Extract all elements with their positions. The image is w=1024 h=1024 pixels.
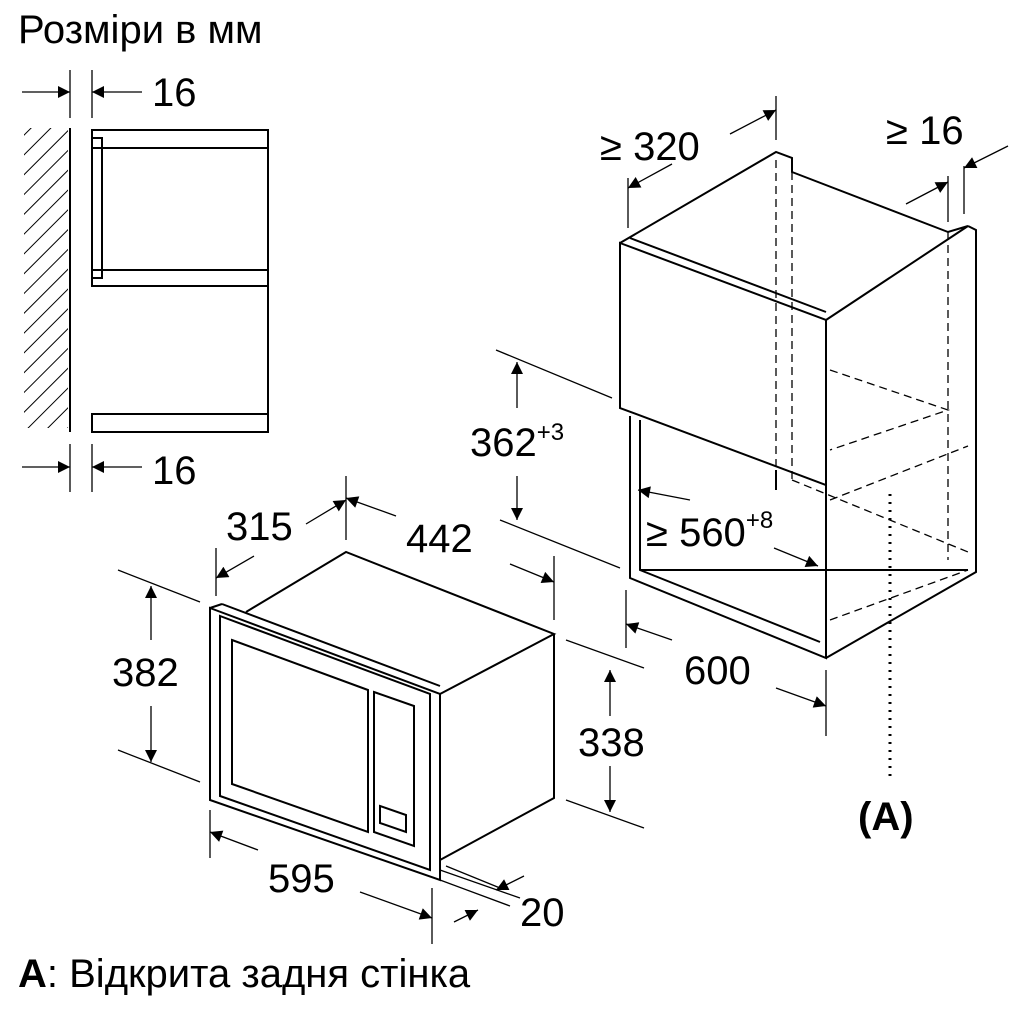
dim-niche-width-tol: +8	[746, 507, 773, 534]
dim-arrow	[209, 830, 259, 851]
dim-arrow	[359, 891, 433, 920]
body-top	[245, 550, 557, 695]
legend: A: Відкрита задня стінка	[18, 952, 470, 997]
dim-front-width: 595	[268, 857, 335, 901]
dim-niche-rear: ≥ 16	[886, 109, 964, 153]
hidden-edge	[829, 569, 969, 621]
ext-line	[117, 749, 201, 783]
dim-side-bottom: 16	[152, 449, 197, 493]
upper-box-top	[619, 150, 969, 321]
dim-arrow	[453, 909, 479, 923]
dim-arrow	[509, 563, 555, 584]
dim-front-thickness: 20	[520, 891, 565, 935]
dim-arrow	[625, 622, 673, 641]
ext-line	[565, 799, 645, 829]
cabinet-side	[825, 225, 977, 659]
door-window	[231, 638, 369, 834]
dim-niche-height: 362+3	[470, 419, 564, 465]
front-frame-top-edge	[221, 603, 441, 687]
body-side	[439, 634, 555, 861]
dim-front-height: 382	[112, 651, 179, 695]
dim-depth: 315	[226, 505, 293, 549]
legend-text: Відкрита задня стінка	[69, 952, 471, 996]
dim-arrow	[495, 875, 525, 891]
front-frame-inner	[219, 614, 431, 872]
mid-shelf	[91, 269, 269, 287]
display	[379, 804, 407, 834]
ext-line	[117, 569, 201, 603]
niche-cabinet: (A) ≥ 320 ≥ 16 362+3 ≥ 560+8 600	[470, 96, 1009, 839]
dim-niche-width: ≥ 560+8	[646, 507, 773, 555]
dim-body-height: 338	[578, 721, 645, 765]
wall-hatch	[24, 128, 68, 428]
dim-niche-height-tol: +3	[537, 419, 564, 446]
microwave: 315 442 382 338 595 20	[112, 476, 645, 944]
ext-line	[439, 879, 511, 907]
hidden-edge	[829, 445, 969, 501]
top-shelf	[91, 129, 269, 149]
ext-line	[565, 639, 645, 669]
ext-line	[495, 349, 613, 399]
ext-line	[445, 865, 501, 889]
hidden-edge	[791, 479, 969, 553]
dim-cabinet-width: 600	[684, 649, 751, 693]
dim-niche-height-value: 362	[470, 421, 537, 465]
dim-arrow	[627, 163, 673, 189]
dim-arrow	[729, 109, 777, 135]
dim-arrow	[773, 547, 819, 568]
dim-arrow	[215, 555, 255, 579]
spacer	[439, 869, 521, 899]
dim-arrow	[637, 486, 691, 501]
front-frame-corner	[209, 603, 223, 609]
dim-niche-width-value: ≥ 560	[646, 511, 746, 555]
front-frame	[209, 606, 441, 882]
dim-niche-depth: ≥ 320	[600, 125, 700, 169]
upper-box-edge	[629, 237, 827, 313]
marker-a: (A)	[858, 795, 914, 839]
dim-arrow	[345, 496, 397, 517]
dim-arrow	[905, 181, 949, 205]
bottom-shelf	[91, 413, 269, 433]
upper-box-front	[619, 241, 827, 487]
hidden-edge	[829, 369, 951, 451]
control-panel	[373, 690, 415, 848]
page-title: Розміри в мм	[18, 8, 263, 52]
ext-line	[499, 519, 621, 569]
dim-arrow	[963, 145, 1009, 169]
lower-frame	[629, 416, 827, 660]
dim-side-top: 16	[152, 71, 197, 115]
legend-key: A	[18, 952, 47, 996]
legend-separator: :	[46, 952, 70, 996]
back-panel	[91, 137, 103, 279]
dim-arrow	[305, 499, 347, 525]
side-view: 16 16	[22, 70, 269, 493]
dim-arrow	[775, 687, 827, 708]
dim-body-width: 442	[406, 517, 473, 561]
